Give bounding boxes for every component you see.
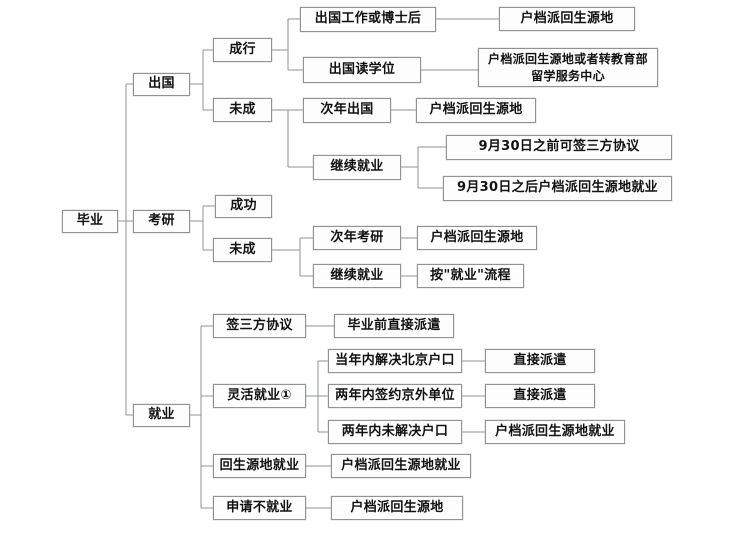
node-postgrad-success[interactable]: 成功: [215, 195, 272, 218]
node-root-graduation[interactable]: 毕业: [62, 210, 118, 233]
node-label: 户档派回生源地就业: [495, 423, 615, 439]
node-branch-abroad[interactable]: 出国: [133, 73, 190, 96]
node-label: 直接派遣: [513, 387, 567, 403]
node-label: 成行: [229, 41, 256, 57]
node-branch-postgrad[interactable]: 考研: [133, 210, 190, 233]
node-abroad-work-result[interactable]: 户档派回生源地: [499, 7, 635, 31]
node-label: 继续就业: [330, 159, 384, 175]
node-label: 两年内签约京外单位: [335, 387, 455, 403]
node-label: 两年内未解决户口: [341, 423, 449, 439]
node-abroad-success[interactable]: 成行: [213, 38, 272, 62]
node-abroad-next-year-result[interactable]: 户档派回生源地: [416, 98, 536, 123]
node-abroad-degree-result[interactable]: 户档派回生源地或者转教育部留学服务中心: [478, 48, 658, 87]
node-label: 继续就业: [330, 267, 384, 283]
node-label: 次年出国: [320, 102, 374, 118]
node-label: 户档派回生源地: [429, 102, 523, 118]
node-abroad-before-sep30[interactable]: 9月30日之前可签三方协议: [446, 135, 672, 160]
node-label: 毕业前直接派遣: [347, 317, 441, 333]
node-emp-flex-beijing-hukou-result[interactable]: 直接派遣: [485, 349, 595, 373]
node-postgrad-next-year[interactable]: 次年考研: [313, 226, 401, 250]
node-emp-flex-no-hukou[interactable]: 两年内未解决户口: [328, 420, 462, 444]
node-label: 9月30日之后户档派回生源地就业: [457, 180, 658, 196]
node-emp-sign-tripartite[interactable]: 签三方协议: [213, 314, 306, 338]
node-abroad-continue-job[interactable]: 继续就业: [313, 155, 401, 180]
node-label: 未成: [229, 101, 256, 117]
node-label: 签三方协议: [226, 317, 293, 333]
node-label: 次年考研: [330, 229, 384, 245]
node-label: 9月30日之前可签三方协议: [478, 139, 640, 155]
node-emp-flex-outside-beijing[interactable]: 两年内签约京外单位: [328, 384, 462, 408]
node-label: 户档派回生源地: [520, 10, 614, 26]
node-emp-flex-beijing-hukou[interactable]: 当年内解决北京户口: [328, 349, 462, 373]
node-emp-return-home-result[interactable]: 户档派回生源地就业: [331, 454, 471, 478]
node-abroad-fail[interactable]: 未成: [213, 98, 272, 122]
node-label: 户档派回生源地: [430, 229, 524, 245]
node-abroad-work-postdoc[interactable]: 出国工作或博士后: [300, 7, 436, 32]
node-label: 成功: [230, 198, 257, 214]
node-label: 当年内解决北京户口: [335, 352, 455, 368]
node-label: 出国工作或博士后: [314, 11, 422, 27]
node-postgrad-continue-job-result[interactable]: 按"就业"流程: [417, 264, 524, 288]
node-emp-flex-outside-beijing-result[interactable]: 直接派遣: [485, 384, 595, 408]
node-label: 按"就业"流程: [430, 267, 511, 283]
node-label: 灵活就业①: [227, 387, 292, 403]
node-label: 申请不就业: [226, 499, 293, 515]
node-emp-flex-no-hukou-result[interactable]: 户档派回生源地就业: [485, 420, 625, 444]
node-label: 户档派回生源地或者转教育部留学服务中心: [488, 52, 648, 83]
node-label: 考研: [148, 213, 175, 229]
node-label: 直接派遣: [513, 352, 567, 368]
node-label: 户档派回生源地: [350, 499, 444, 515]
node-emp-return-home[interactable]: 回生源地就业: [213, 454, 306, 478]
node-abroad-next-year[interactable]: 次年出国: [303, 98, 391, 123]
node-emp-no-job-result[interactable]: 户档派回生源地: [331, 496, 463, 520]
node-label: 就业: [148, 407, 175, 423]
node-label: 出国读学位: [328, 61, 396, 77]
node-emp-no-job[interactable]: 申请不就业: [213, 496, 306, 520]
node-postgrad-fail[interactable]: 未成: [213, 238, 272, 262]
node-postgrad-next-year-result[interactable]: 户档派回生源地: [417, 226, 537, 250]
node-label: 出国: [148, 76, 175, 92]
node-label: 户档派回生源地就业: [341, 457, 461, 473]
node-abroad-degree[interactable]: 出国读学位: [303, 57, 421, 83]
node-branch-employment[interactable]: 就业: [133, 404, 190, 427]
node-label: 毕业: [76, 213, 104, 229]
node-emp-sign-tripartite-result[interactable]: 毕业前直接派遣: [334, 314, 454, 338]
node-emp-flexible[interactable]: 灵活就业①: [213, 384, 306, 408]
node-label: 回生源地就业: [219, 457, 300, 473]
node-abroad-after-sep30[interactable]: 9月30日之后户档派回生源地就业: [443, 176, 672, 201]
node-postgrad-continue-job[interactable]: 继续就业: [313, 264, 401, 288]
node-label: 未成: [229, 241, 256, 257]
